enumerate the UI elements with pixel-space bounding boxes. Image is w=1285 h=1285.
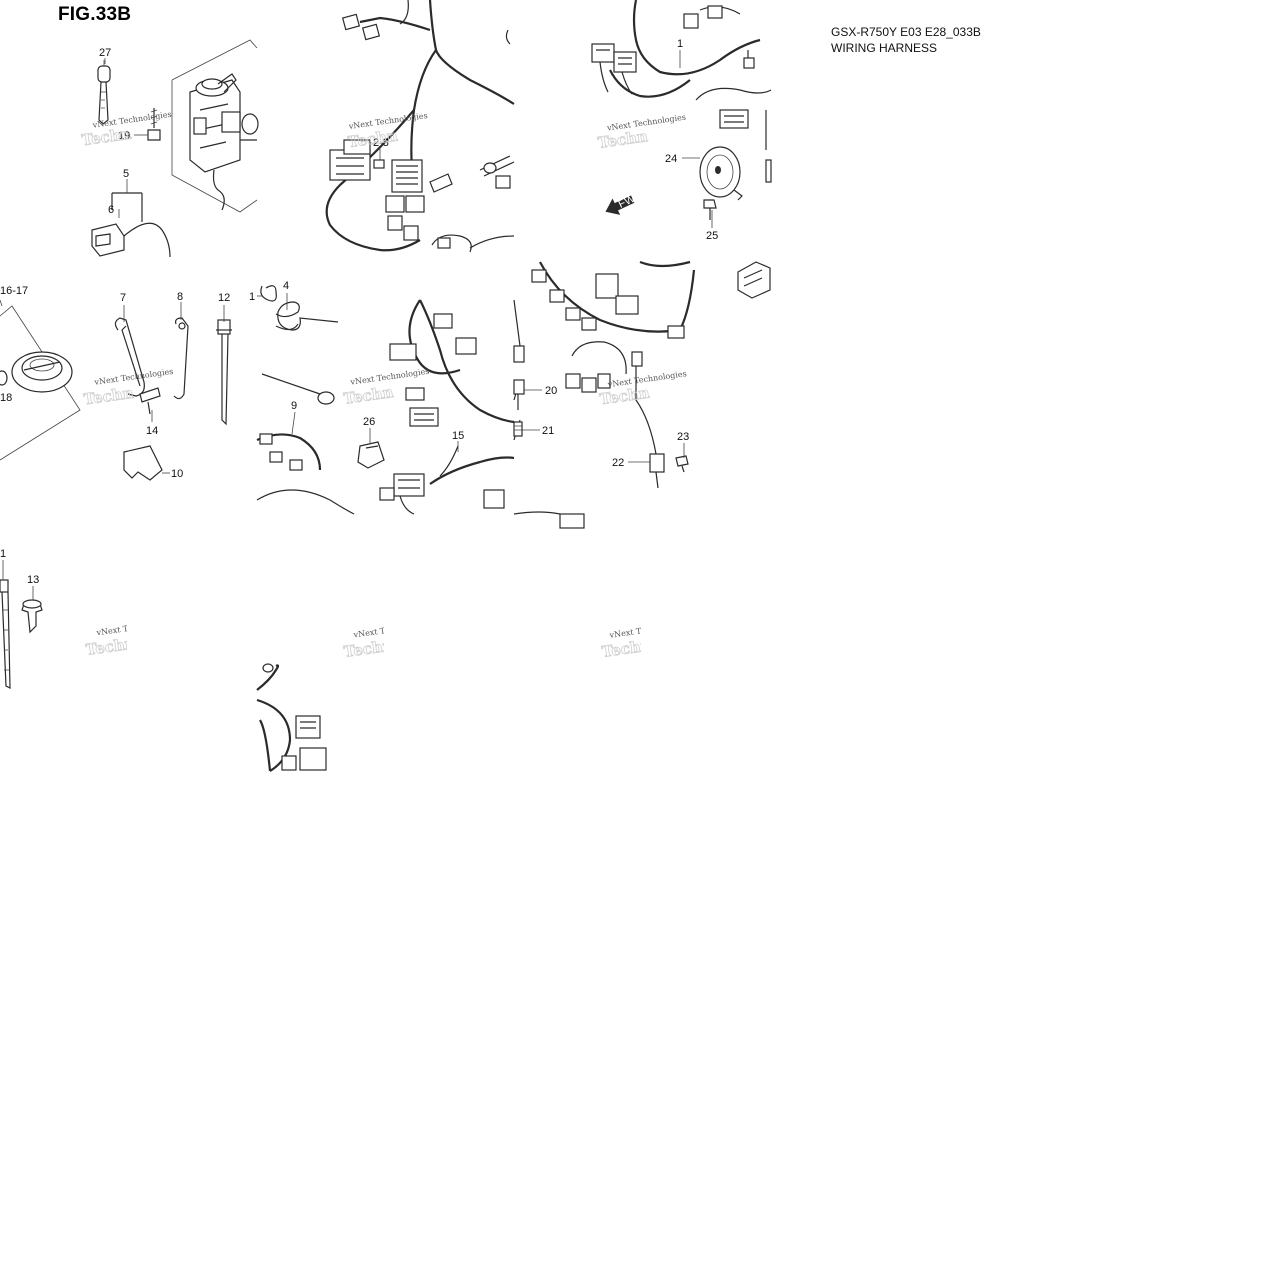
key-part-27: [97, 60, 111, 125]
watermark-text: vNext Technologies: [608, 620, 689, 640]
callout-1-bottom: 1: [0, 548, 6, 560]
callout-14: 14: [146, 425, 158, 437]
callout-labels: 27 19 5 6 2-3 1 24 25 16-17 18 7 8 12 14…: [0, 38, 718, 600]
fwd-label: FWD: [617, 189, 645, 210]
watermark-big: Techn: [83, 384, 135, 409]
multi-connectors-right: [531, 269, 685, 339]
callout-8: 8: [177, 291, 183, 303]
ignition-switch-group: [91, 39, 259, 258]
harness-mid-group: [256, 285, 521, 515]
watermark-text: vNext Technologies: [91, 110, 172, 130]
clamp-part-8: [173, 317, 189, 400]
switch-frame-lines: [171, 39, 258, 213]
watermark-text: vNext Technologies: [352, 620, 433, 640]
callout-27: 27: [99, 47, 111, 59]
clip-part-2-3: [373, 159, 385, 169]
bottom-left-parts: [0, 579, 43, 689]
callout-19: 19: [118, 130, 130, 142]
callout-22: 22: [612, 457, 624, 469]
fwd-arrow-icon: FWD: [605, 189, 645, 215]
bottom-connectors: [281, 715, 327, 771]
watermark-big: Techn: [81, 125, 133, 150]
harness-connector-block: [329, 139, 371, 181]
sensor-harness-group: [513, 260, 771, 529]
screw-part-14: [139, 387, 161, 415]
callout-4: 4: [283, 280, 289, 292]
harness-part-15: [379, 473, 505, 515]
multi-pin-connector: [385, 159, 425, 241]
callout-26: 26: [363, 416, 375, 428]
callout-24: 24: [665, 153, 677, 165]
callout-7: 7: [120, 292, 126, 304]
bolt-part-19: [147, 108, 161, 141]
harness-horn-group: FWD: [591, 0, 772, 220]
callout-21: 21: [542, 425, 554, 437]
watermark-big: Techn: [85, 634, 137, 659]
callout-15: 15: [452, 430, 464, 442]
bolt-part-25: [703, 199, 717, 220]
watermark-text: vNext Technologies: [93, 367, 174, 387]
callout-1-top: 1: [677, 38, 683, 50]
figure-title: FIG.33B: [58, 4, 132, 25]
harness-connector-1: [591, 43, 637, 95]
relay-part-26: [357, 441, 385, 469]
watermark-text: vNext Technologies: [95, 617, 176, 637]
horn-part-24: [699, 146, 743, 201]
callout-18: 18: [0, 392, 12, 404]
screw-part-23: [675, 455, 689, 473]
cable-tie-part-1: [0, 579, 11, 689]
callout-23: 23: [677, 431, 689, 443]
connector-outside-right: [737, 261, 771, 299]
callout-25: 25: [706, 230, 718, 242]
watermark-clipped: Techn vNext Technologies: [600, 620, 689, 662]
callout-9: 9: [291, 400, 297, 412]
fuel-cap-part-16-17: [0, 351, 73, 393]
callout-20: 20: [545, 385, 557, 397]
watermark-clipped: Techn vNext Technologies: [342, 620, 433, 662]
callout-16-17: 16-17: [0, 285, 28, 297]
bottom-harness-corner: [256, 663, 327, 772]
mid-harness-connectors: [389, 313, 477, 427]
watermark-big: Techn: [343, 636, 395, 661]
watermark-clipped: Techn vNext Technologies: [84, 617, 176, 659]
bracket-part-10: [123, 445, 163, 481]
watermark-big: Techn: [597, 127, 649, 152]
sensor-part-21: [513, 421, 523, 437]
spring-part-4: [260, 285, 339, 331]
callout-2-3: 2-3: [373, 137, 389, 149]
model-code: GSX-R750Y E03 E28_033B: [831, 25, 981, 39]
section-name: WIRING HARNESS: [831, 41, 938, 55]
main-harness-top: [325, 0, 515, 253]
ignition-switch-body: [189, 73, 259, 211]
clip-part-13: [21, 599, 43, 634]
sensor-part-20: [513, 379, 525, 410]
callout-5: 5: [123, 168, 129, 180]
callout-10: 10: [171, 468, 183, 480]
clamp-parts-group: [0, 305, 232, 481]
sensor-part-22: [631, 351, 665, 489]
sensor-part-5-6: [91, 192, 171, 258]
harness-part-9: [256, 433, 355, 515]
cable-tie-part-12: [216, 319, 232, 426]
watermark-big: Techn: [601, 636, 653, 661]
callout-13: 13: [27, 574, 39, 586]
callout-12: 12: [218, 292, 230, 304]
callout-6: 6: [108, 204, 114, 216]
callout-1-mid: 1: [249, 291, 255, 303]
